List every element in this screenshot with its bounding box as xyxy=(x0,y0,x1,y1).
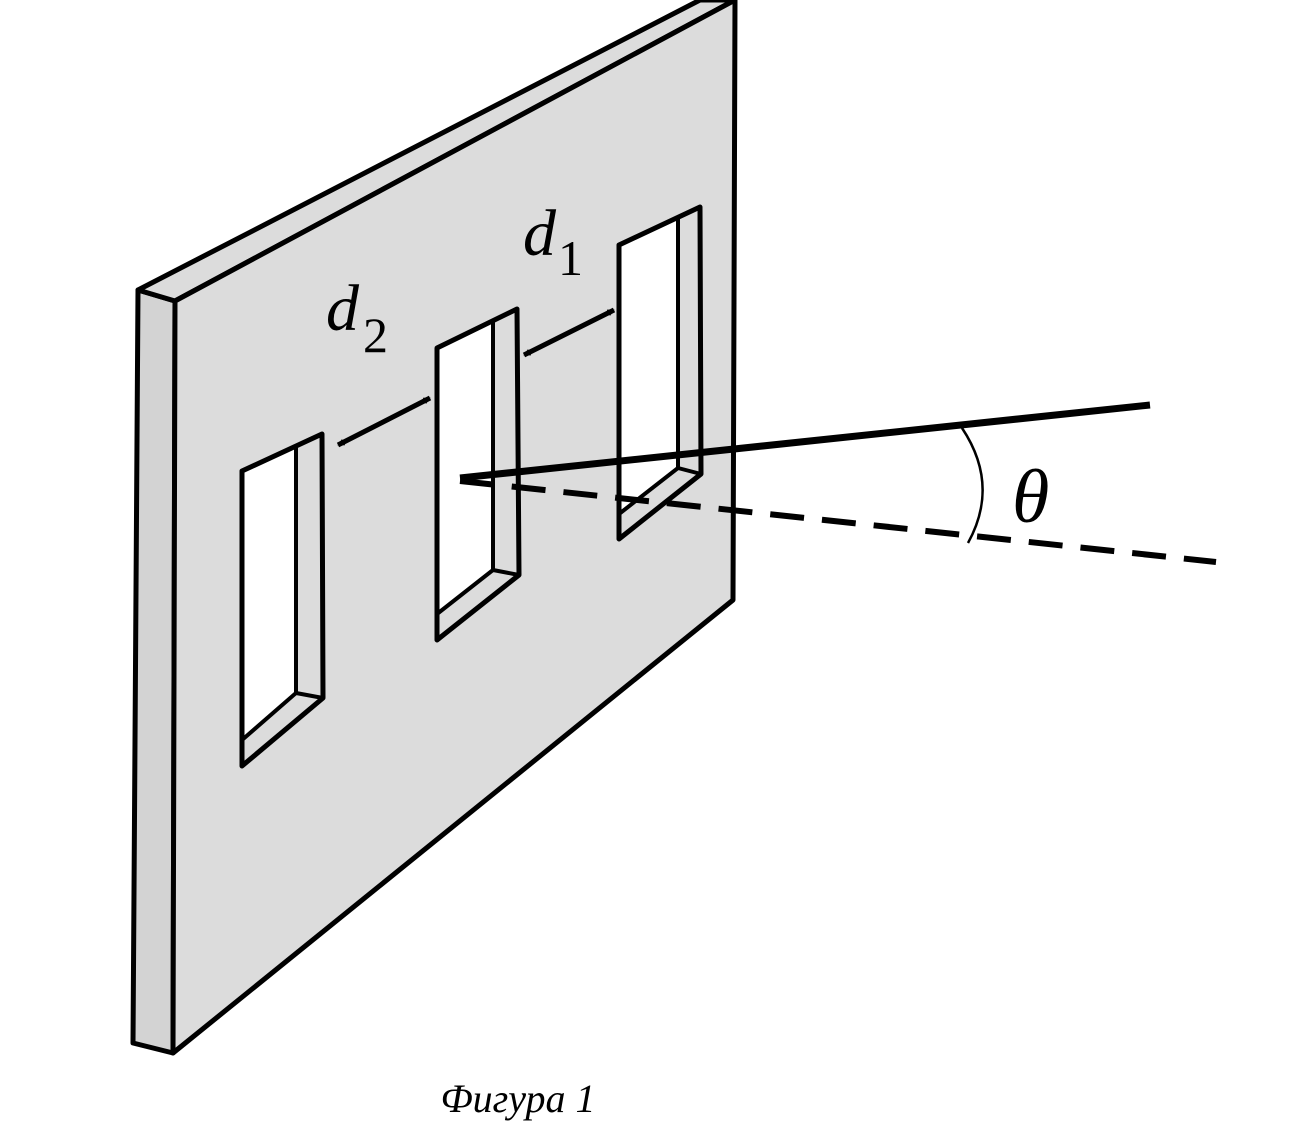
label-d2-subscript: 2 xyxy=(363,307,388,363)
slit-middle-side-wall xyxy=(493,309,519,575)
d1-double-arrow xyxy=(522,307,616,358)
label-d2: d2 xyxy=(326,272,388,363)
label-d1: d1 xyxy=(523,197,583,286)
figure-caption: Фигура 1 xyxy=(441,1076,596,1121)
slit-left-side-wall xyxy=(296,434,323,698)
slit-left xyxy=(239,431,326,769)
normal-dashed-line xyxy=(459,478,1217,565)
angle-arc xyxy=(960,427,984,544)
label-d2-base: d xyxy=(326,272,360,345)
d2-double-arrow xyxy=(336,395,432,448)
label-d1-base: d xyxy=(523,197,557,270)
slit-right-side-wall xyxy=(678,207,701,474)
label-d1-subscript: 1 xyxy=(558,230,583,286)
plate-left-edge xyxy=(130,287,178,1056)
plate-top-edge xyxy=(135,0,738,304)
diffracted-ray-line xyxy=(459,401,1151,482)
label-theta: θ xyxy=(1012,455,1049,539)
